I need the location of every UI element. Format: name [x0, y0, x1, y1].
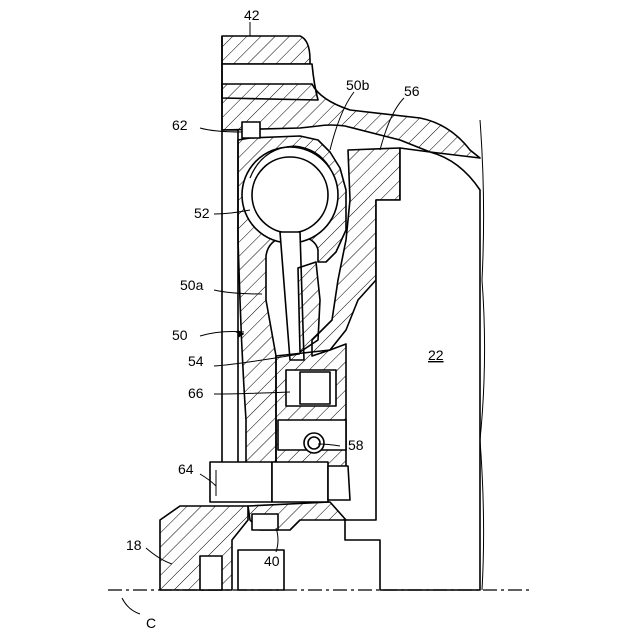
label-40: 40 — [264, 553, 280, 569]
bolt-64 — [210, 462, 350, 502]
label-22: 22 — [428, 347, 444, 363]
support-body — [276, 344, 346, 470]
label-62: 62 — [172, 117, 188, 133]
label-18: 18 — [126, 537, 142, 553]
label-50b: 50b — [346, 77, 370, 93]
label-54: 54 — [188, 353, 204, 369]
label-50a: 50a — [180, 277, 204, 293]
marker-62 — [242, 122, 260, 138]
label-64: 64 — [178, 461, 194, 477]
lower-parts — [160, 502, 346, 590]
label-66: 66 — [188, 385, 204, 401]
label-c: C — [146, 615, 156, 631]
label-56: 56 — [404, 83, 420, 99]
centre-line — [108, 590, 530, 614]
ring-52 — [242, 146, 338, 243]
label-58: 58 — [348, 437, 364, 453]
label-52: 52 — [194, 205, 210, 221]
label-50: 50 — [172, 327, 188, 343]
label-42: 42 — [244, 7, 260, 23]
